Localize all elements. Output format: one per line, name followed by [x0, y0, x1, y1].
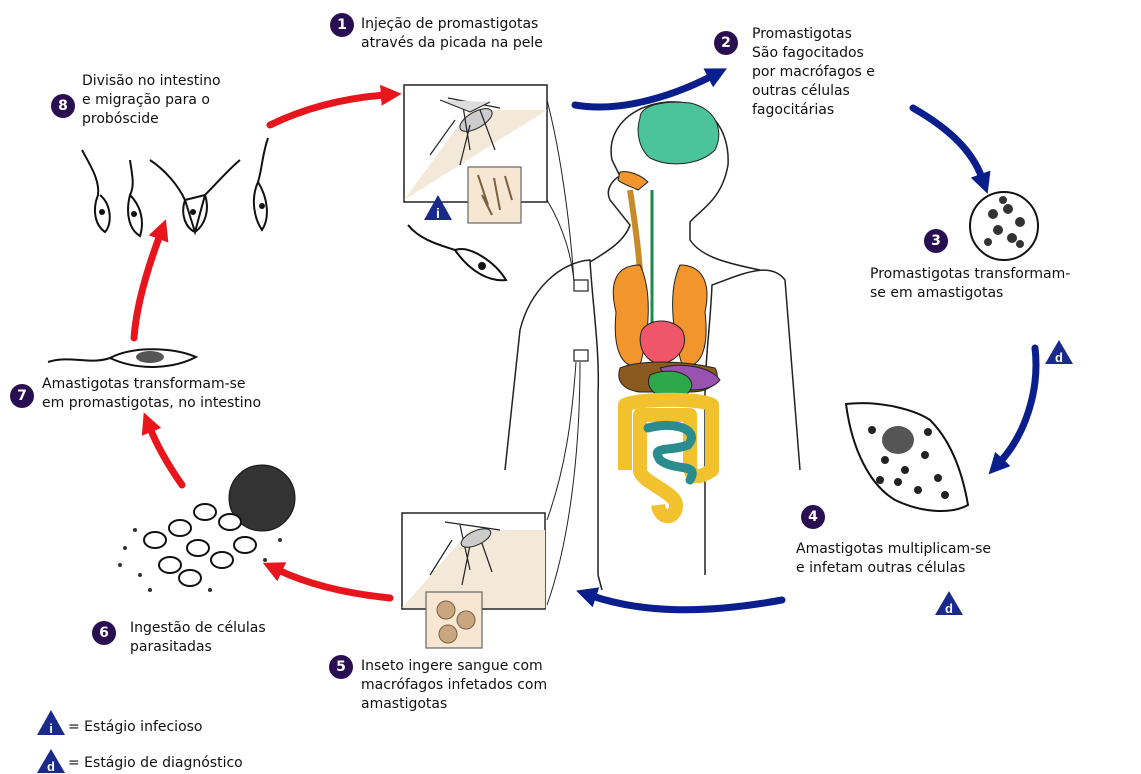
step-8-badge: 8 — [51, 94, 75, 118]
mosquito-bloodmeal-panel — [402, 513, 545, 648]
promastigotes-dividing — [82, 138, 268, 236]
arrow-3-to-4 — [1000, 348, 1036, 462]
step-7-badge: 7 — [10, 384, 34, 408]
mosquito-bite-panel — [404, 85, 547, 223]
step-2-label: Promastigotas São fagocitados por macróf… — [752, 25, 875, 120]
legend-diagnostic-icon: d — [37, 749, 65, 774]
arrow-1-to-2 — [575, 76, 712, 107]
promastigote-in-gut — [48, 349, 196, 367]
svg-text:d: d — [47, 759, 55, 774]
step-2-badge: 2 — [714, 31, 738, 55]
arrow-7-to-8 — [134, 235, 160, 338]
legend-diagnostic-text: = Estágio de diagnóstico — [68, 754, 243, 772]
svg-text:i: i — [436, 205, 440, 221]
step-5-badge: 5 — [329, 655, 353, 679]
step-1-badge: 1 — [330, 13, 354, 37]
diagnostic-stage-marker: d — [935, 591, 963, 616]
step-6-badge: 6 — [92, 621, 116, 645]
step-7-label: Amastigotas transformam-se em promastigo… — [42, 375, 261, 413]
ingested-parasitized-cells — [118, 465, 295, 592]
arrow-6-to-7 — [150, 428, 182, 485]
macrophage-multiplication — [846, 403, 968, 511]
step-3-badge: 3 — [924, 229, 948, 253]
step-5-label: Inseto ingere sangue com macrófagos infe… — [361, 657, 547, 714]
diagnostic-stage-marker: d — [1045, 340, 1073, 365]
step-1-label: Injeção de promastigotas através da pica… — [361, 15, 543, 53]
step-8-label: Divisão no intestino e migração para o p… — [82, 72, 221, 129]
svg-text:i: i — [49, 721, 53, 736]
step-4-label: Amastigotas multiplicam-se e infetam out… — [796, 540, 991, 578]
legend-infectious-text: = Estágio infecioso — [68, 718, 203, 736]
step-3-label: Promastigotas transformam- se em amastig… — [870, 265, 1070, 303]
legend-infectious-icon: i — [37, 710, 65, 736]
arrow-4-to-5 — [592, 596, 782, 610]
svg-text:d: d — [945, 601, 953, 616]
svg-text:d: d — [1055, 350, 1063, 365]
step-4-badge: 4 — [801, 505, 825, 529]
arrow-5-to-6 — [278, 570, 390, 598]
promastigote-near-bite — [408, 225, 506, 280]
step-6-label: Ingestão de células parasitadas — [130, 619, 266, 657]
arrow-2-to-3 — [913, 108, 982, 178]
macrophage-phagocytosis — [970, 192, 1038, 260]
arrow-8-to-1 — [270, 95, 385, 125]
human-figure — [505, 100, 800, 605]
